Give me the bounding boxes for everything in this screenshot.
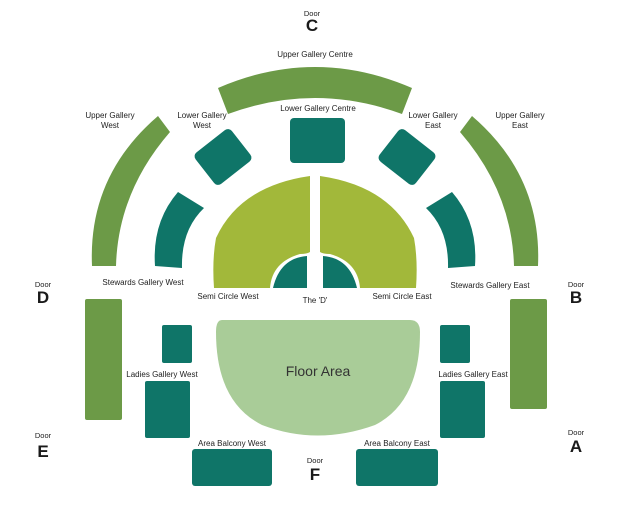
upper-gallery-west-block[interactable]: [91, 116, 170, 266]
lower-gallery-west-label: Lower Gallery West: [172, 111, 232, 131]
door-e-letter: E: [37, 442, 49, 461]
ladies-gallery-west-small-block[interactable]: [162, 325, 192, 363]
semi-circle-west-block[interactable]: [213, 176, 310, 288]
west-side-gallery-block[interactable]: [85, 299, 122, 420]
lower-gallery-east-label-line2: East: [424, 121, 441, 130]
the-d-east-block[interactable]: [323, 256, 357, 288]
lower-gallery-west-label-line1: Lower Gallery: [177, 111, 227, 120]
lower-gallery-east-label: Lower Gallery East: [403, 111, 463, 131]
door-f-letter: F: [309, 465, 321, 484]
upper-gallery-east-block[interactable]: [460, 116, 539, 266]
floor-area-label: Floor Area: [285, 363, 351, 379]
door-e-word: Door: [34, 431, 52, 440]
upper-gallery-east-label-line1: Upper Gallery: [495, 111, 545, 120]
semi-circle-east-block[interactable]: [320, 176, 417, 288]
door-d-letter: D: [36, 288, 50, 307]
lower-gallery-centre-label: Lower Gallery Centre: [280, 104, 356, 113]
upper-gallery-west-label: Upper Gallery West: [80, 111, 140, 131]
door-f-word: Door: [306, 456, 324, 465]
lower-gallery-centre-block[interactable]: [290, 118, 345, 163]
stewards-gallery-west-block[interactable]: [154, 192, 204, 268]
upper-gallery-west-label-line2: West: [100, 121, 120, 130]
door-c-word: Door: [303, 9, 321, 18]
lower-gallery-east-label-line1: Lower Gallery: [408, 111, 458, 120]
lower-gallery-west-label-line2: West: [192, 121, 212, 130]
semi-circle-west-label: Semi Circle West: [197, 292, 259, 301]
door-a-letter: A: [569, 437, 583, 456]
upper-gallery-centre-block[interactable]: [218, 67, 412, 114]
east-side-gallery-block[interactable]: [510, 299, 547, 409]
upper-gallery-east-label: Upper Gallery East: [490, 111, 550, 131]
upper-gallery-west-label-line1: Upper Gallery: [85, 111, 135, 120]
ladies-gallery-east-small-block[interactable]: [440, 325, 470, 363]
floor-area-block[interactable]: [216, 320, 420, 436]
semi-circle-east-label: Semi Circle East: [372, 292, 432, 301]
area-balcony-east-block[interactable]: [356, 449, 438, 486]
the-d-label: The 'D': [302, 296, 328, 305]
stewards-gallery-west-label: Stewards Gallery West: [102, 278, 184, 287]
area-balcony-west-label: Area Balcony West: [198, 439, 266, 448]
door-d-word: Door: [34, 280, 52, 289]
door-c-letter: C: [305, 16, 319, 35]
area-balcony-east-label: Area Balcony East: [364, 439, 430, 448]
ladies-gallery-west-label: Ladies Gallery West: [126, 370, 198, 379]
ladies-gallery-west-large-block[interactable]: [145, 381, 190, 438]
ladies-gallery-east-label: Ladies Gallery East: [438, 370, 508, 379]
door-b-word: Door: [567, 280, 585, 289]
upper-gallery-east-label-line2: East: [511, 121, 528, 130]
area-balcony-west-block[interactable]: [192, 449, 272, 486]
lower-gallery-east-block[interactable]: [377, 127, 438, 187]
upper-gallery-centre-label: Upper Gallery Centre: [277, 50, 353, 59]
ladies-gallery-east-large-block[interactable]: [440, 381, 485, 438]
door-a-word: Door: [567, 428, 585, 437]
lower-gallery-west-block[interactable]: [193, 127, 254, 187]
the-d-west-block[interactable]: [273, 256, 307, 288]
stewards-gallery-east-block[interactable]: [426, 192, 476, 268]
door-b-letter: B: [569, 288, 583, 307]
stewards-gallery-east-label: Stewards Gallery East: [450, 281, 530, 290]
